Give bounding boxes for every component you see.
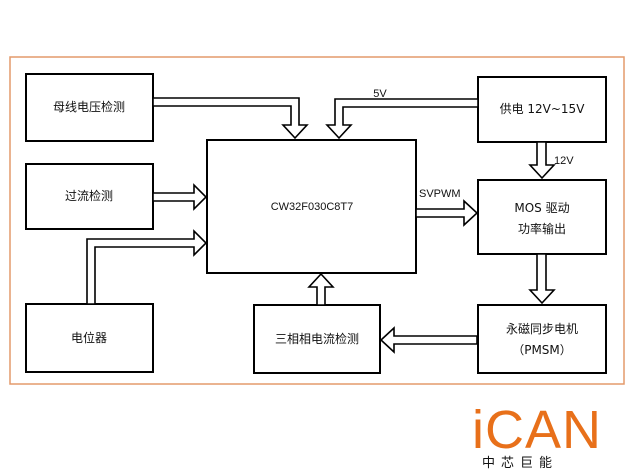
mos-driver-label-2: 功率输出 <box>518 221 566 236</box>
power-supply-block: 供电 12V~15V <box>477 76 607 143</box>
bus-voltage-label: 母线电压检测 <box>53 99 125 114</box>
label-12v: 12V <box>554 155 574 167</box>
arrow-5v-to-mcu <box>325 98 479 140</box>
current-sense-block: 三相相电流检测 <box>253 304 381 374</box>
arrow-bus-voltage-to-mcu <box>152 97 309 140</box>
arrow-12v-to-mos <box>528 141 556 180</box>
arrow-potentiometer-to-mcu <box>86 229 208 305</box>
mcu-block: CW32F030C8T7 <box>206 139 417 274</box>
mcu-label: CW32F030C8T7 <box>271 201 354 213</box>
arrow-current-sense-to-mcu <box>307 272 335 306</box>
mos-driver-label-1: MOS 驱动 <box>514 201 569 215</box>
overcurrent-block: 过流检测 <box>25 163 154 230</box>
potentiometer-block: 电位器 <box>25 303 154 373</box>
label-5v: 5V <box>373 88 387 100</box>
mos-driver-block: MOS 驱动 功率输出 <box>477 179 607 255</box>
bus-voltage-block: 母线电压检测 <box>25 73 154 142</box>
motor-label-2: （PMSM） <box>512 343 572 357</box>
overcurrent-label: 过流检测 <box>65 188 113 203</box>
motor-block: 永磁同步电机 （PMSM） <box>477 304 607 374</box>
logo-sub-text: 中芯巨能 <box>482 456 558 471</box>
power-supply-label: 供电 12V~15V <box>500 102 586 116</box>
arrow-svpwm-to-mos <box>415 199 479 227</box>
label-svpwm: SVPWM <box>419 188 461 200</box>
arrow-overcurrent-to-mcu <box>152 183 208 211</box>
ican-logo: iCAN 中芯巨能 <box>472 400 602 471</box>
current-sense-label: 三相相电流检测 <box>275 331 359 346</box>
logo-main-text: iCAN <box>472 400 602 460</box>
motor-label-1: 永磁同步电机 <box>506 321 578 336</box>
arrow-mos-to-motor <box>528 253 556 305</box>
potentiometer-label: 电位器 <box>71 330 107 345</box>
arrow-motor-to-current-sense <box>379 326 478 354</box>
diagram-frame <box>9 56 625 385</box>
